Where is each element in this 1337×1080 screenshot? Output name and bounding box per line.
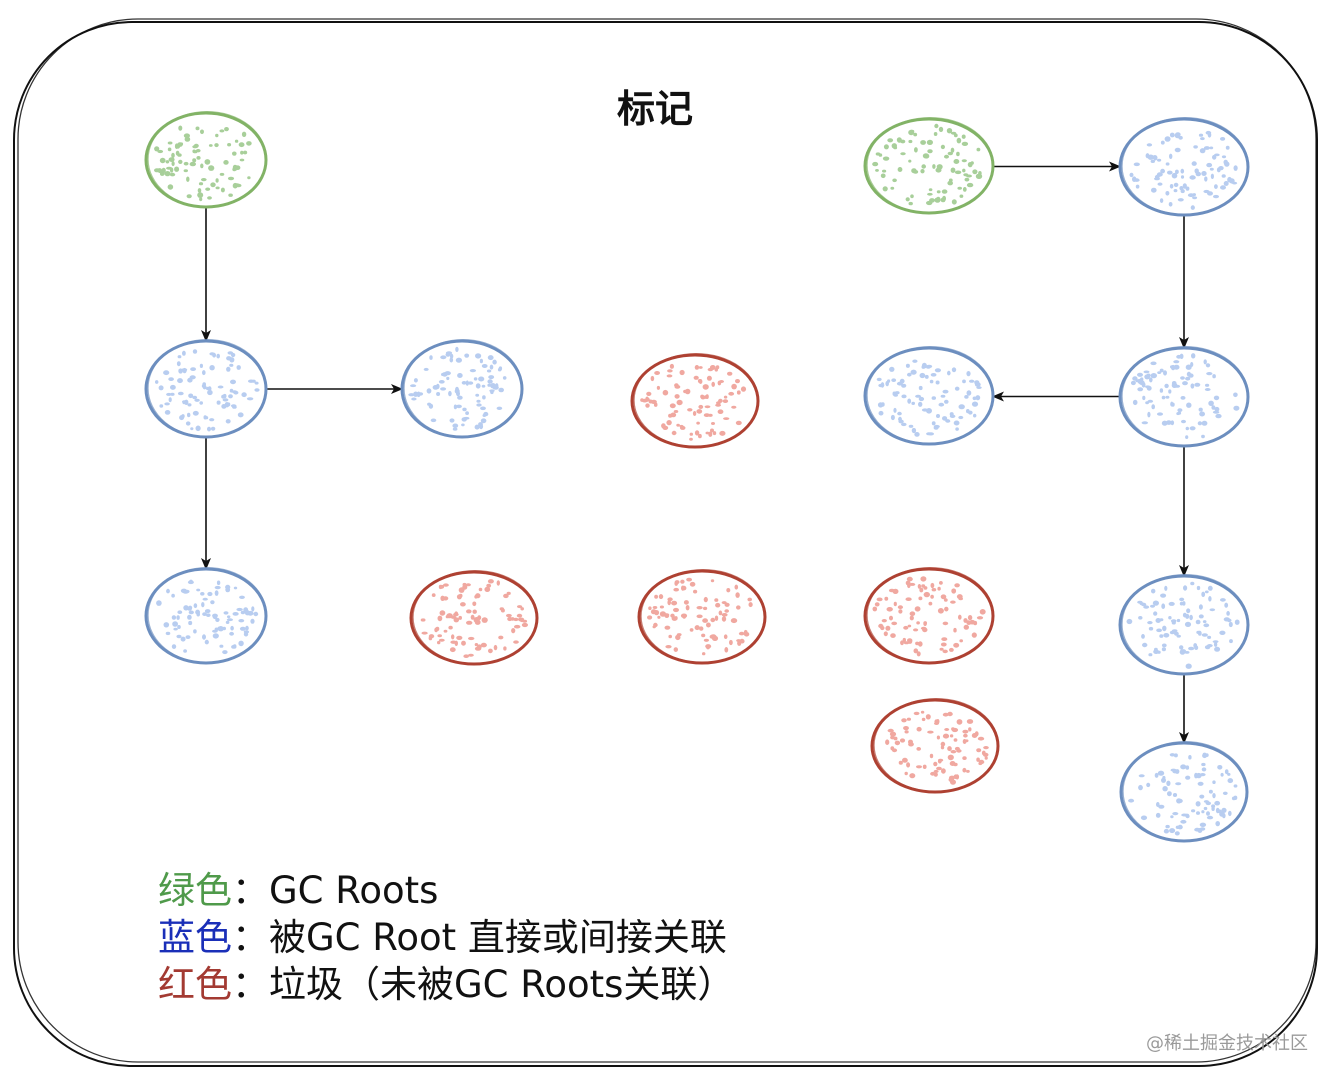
legend-reachable-text: 被GC Root 直接或间接关联 [269, 916, 727, 959]
legend-garbage-sep: ： [232, 963, 269, 1006]
node-outline-sketch [147, 566, 268, 664]
node-outline-sketch [866, 116, 995, 214]
node-outline-sketch [1121, 116, 1250, 216]
garbage-node-m-g2 [409, 569, 539, 666]
legend-gc-roots-sep: ： [232, 869, 269, 912]
nodes-layer [144, 110, 1250, 843]
watermark: @稀土掘金技术社区 [1146, 1033, 1308, 1054]
diagram-title: 标记 [617, 87, 693, 131]
node-stipple [420, 579, 529, 658]
node-outline-sketch [147, 338, 268, 438]
node-outline-sketch [1121, 573, 1250, 675]
node-stipple [155, 349, 260, 432]
node-outline-sketch [866, 566, 995, 664]
reachable-node-r-e [1119, 740, 1249, 843]
legend-gc-roots-text: GC Roots [269, 869, 438, 912]
node-stipple [1130, 353, 1240, 439]
node-stipple [156, 579, 259, 655]
node-stipple [1129, 130, 1238, 210]
node-outline-sketch [412, 569, 539, 665]
node-outline-sketch [1122, 740, 1249, 842]
garbage-node-m-g1 [630, 352, 760, 449]
legend-reachable-key: 蓝色 [158, 916, 232, 959]
node-stipple [154, 125, 252, 202]
garbage-node-r-g5 [870, 697, 1000, 794]
legend: 绿色：GC Roots 蓝色：被GC Root 直接或间接关联 红色：垃圾（未被… [158, 869, 734, 1006]
gc-root-node-r-root [863, 116, 995, 215]
node-outline-sketch [873, 697, 1000, 793]
reachable-node-r-d [1118, 573, 1250, 676]
node-outline-sketch [147, 110, 268, 208]
reachable-node-r-a [1118, 116, 1250, 217]
reachable-node-l-a [144, 338, 268, 439]
legend-garbage-text: 垃圾（未被GC Roots关联） [269, 963, 734, 1006]
node-stipple [872, 123, 983, 206]
legend-reachable: 蓝色：被GC Root 直接或间接关联 [158, 916, 727, 959]
reachable-node-l-b [400, 338, 524, 439]
node-stipple [640, 363, 747, 441]
node-stipple [1128, 752, 1238, 836]
node-stipple [876, 359, 982, 437]
edges-layer [201, 161, 1189, 744]
legend-garbage: 红色：垃圾（未被GC Roots关联） [158, 963, 734, 1006]
legend-gc-roots: 绿色：GC Roots [158, 869, 438, 912]
diagram-frame [13, 18, 1318, 1067]
node-stipple [1126, 581, 1240, 669]
node-outline-sketch [640, 568, 767, 664]
node-stipple [408, 346, 507, 431]
node-outline-sketch [866, 345, 995, 445]
node-outline-sketch [633, 352, 760, 448]
legend-garbage-key: 红色 [158, 963, 232, 1006]
legend-gc-roots-key: 绿色 [158, 869, 232, 912]
gc-root-node-l-root [144, 110, 268, 209]
node-outline-sketch [403, 338, 524, 438]
garbage-node-m-g3 [637, 568, 767, 665]
node-stipple [885, 710, 989, 785]
reachable-node-r-b [1118, 345, 1250, 448]
node-stipple [647, 577, 753, 656]
garbage-node-r-g4 [863, 566, 995, 665]
node-stipple [872, 576, 986, 657]
reachable-node-l-c [144, 566, 268, 665]
node-outline-sketch [1121, 345, 1250, 447]
reachable-node-r-c [863, 345, 995, 446]
legend-reachable-sep: ： [232, 916, 269, 959]
